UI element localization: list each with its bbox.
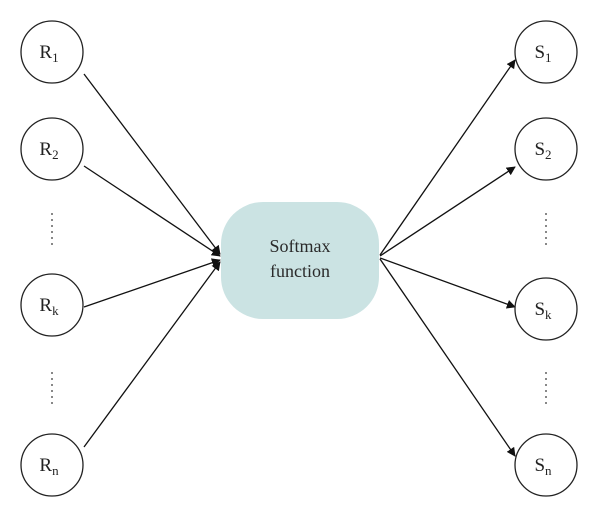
svg-text:R1: R1 xyxy=(39,42,58,65)
output-node-sk: Sk xyxy=(514,277,578,341)
svg-text:Rn: Rn xyxy=(39,455,59,478)
softmax-label-line2: function xyxy=(270,261,330,281)
edge-softmax-to-sk xyxy=(379,257,516,309)
svg-text:S1: S1 xyxy=(534,42,551,65)
input-rk-sub: k xyxy=(52,303,59,318)
edge-softmax-to-s2 xyxy=(379,166,516,257)
input-rn-sub: n xyxy=(52,463,59,478)
svg-text:S2: S2 xyxy=(534,139,551,162)
input-rk-base: R xyxy=(39,295,52,316)
output-sk-sub: k xyxy=(545,307,552,322)
output-ellipsis-upper xyxy=(545,213,547,245)
softmax-label-line1: Softmax xyxy=(270,236,331,256)
output-sn-base: S xyxy=(534,455,545,476)
output-sk-base: S xyxy=(534,299,545,320)
edge-rk-to-softmax xyxy=(83,258,221,308)
svg-text:R2: R2 xyxy=(39,139,58,162)
input-ellipsis-lower xyxy=(51,372,53,404)
output-node-s1: S1 xyxy=(514,20,578,84)
edge-softmax-to-sn xyxy=(379,258,516,457)
edge-softmax-to-s1 xyxy=(379,59,516,256)
input-r1-base: R xyxy=(39,42,52,63)
output-node-s2: S2 xyxy=(514,117,578,181)
input-rn-base: R xyxy=(39,455,52,476)
input-node-r2: R2 xyxy=(20,117,84,181)
edge-r2-to-softmax xyxy=(83,165,221,257)
output-ellipsis-lower xyxy=(545,372,547,404)
output-edges xyxy=(379,59,516,457)
svg-text:Sn: Sn xyxy=(534,455,552,478)
output-s1-base: S xyxy=(534,42,545,63)
input-node-r1: R1 xyxy=(20,20,84,84)
softmax-box xyxy=(221,202,379,319)
input-r2-sub: 2 xyxy=(52,147,59,162)
output-sn-sub: n xyxy=(545,463,552,478)
input-node-rk: Rk xyxy=(20,273,84,337)
input-r2-base: R xyxy=(39,139,52,160)
input-ellipsis-upper xyxy=(51,213,53,245)
svg-text:Sk: Sk xyxy=(534,299,552,322)
input-edges xyxy=(83,73,221,448)
output-s2-sub: 2 xyxy=(545,147,552,162)
output-s2-base: S xyxy=(534,139,545,160)
input-node-rn: Rn xyxy=(20,433,84,497)
output-node-sn: Sn xyxy=(514,433,578,497)
svg-text:Rk: Rk xyxy=(39,295,59,318)
input-r1-sub: 1 xyxy=(52,50,59,65)
softmax-node: Softmax function xyxy=(221,202,379,319)
edge-r1-to-softmax xyxy=(83,73,221,255)
output-s1-sub: 1 xyxy=(545,50,552,65)
edge-rn-to-softmax xyxy=(83,261,221,448)
